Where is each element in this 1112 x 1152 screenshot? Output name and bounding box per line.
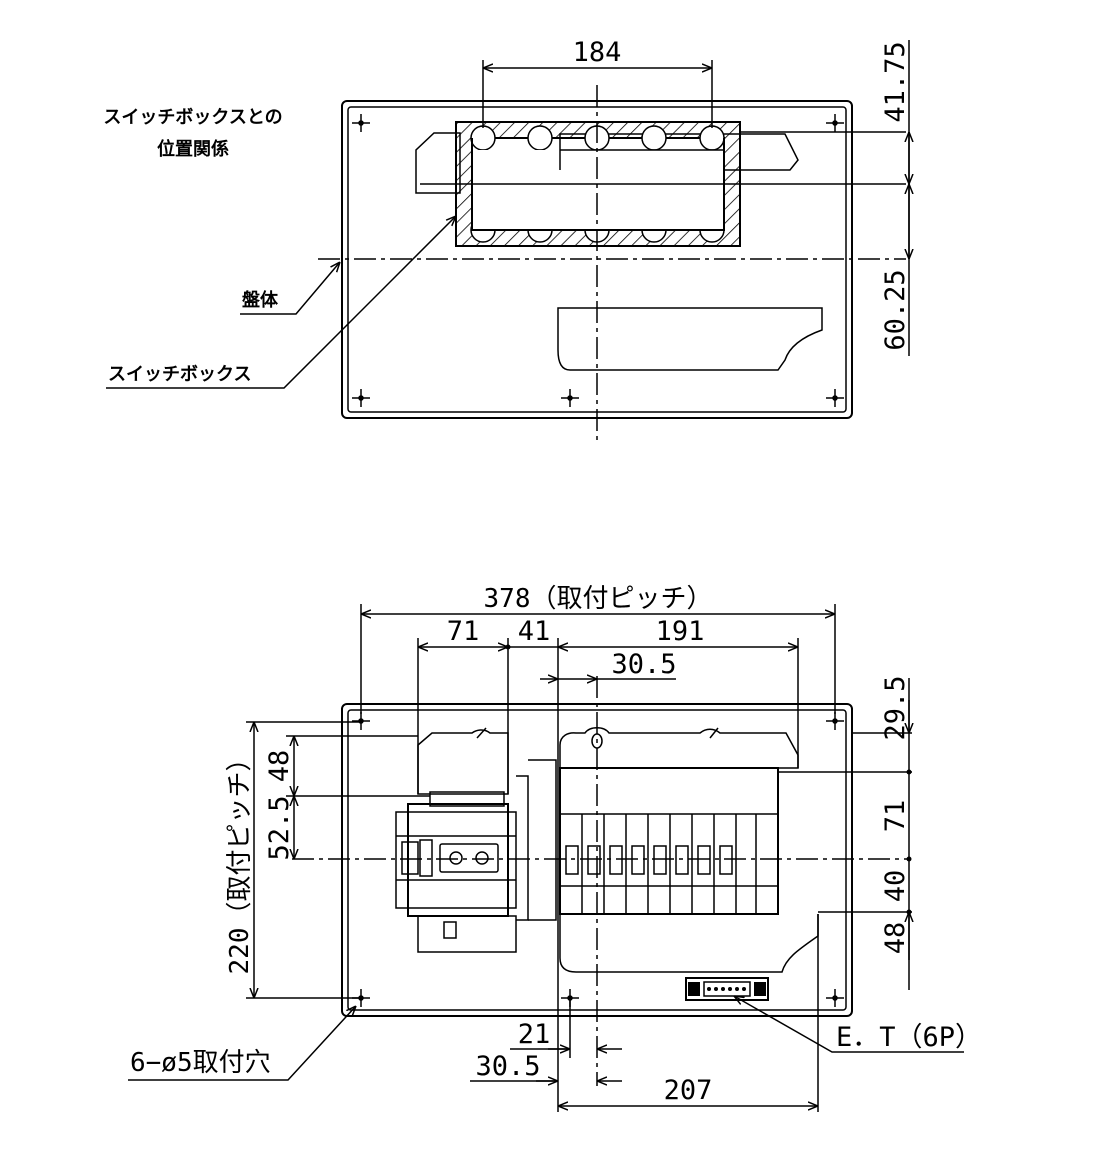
leader-switchbox (106, 216, 456, 389)
dim-184: 184 (573, 37, 622, 68)
mount-hole-marks-top (352, 114, 844, 407)
leader-mount-holes (128, 1006, 356, 1081)
dim-41: 41 (518, 616, 551, 647)
dim-41-75: 41.75 (880, 41, 911, 122)
dim-71-right: 71 (880, 800, 911, 833)
dim-40: 40 (880, 870, 911, 903)
dim-207: 207 (664, 1075, 713, 1106)
leader-panel (240, 262, 340, 315)
dim-29-5: 29.5 (880, 675, 911, 740)
dim-220: 220（取付ピッチ） (225, 746, 255, 975)
dim-191: 191 (656, 616, 705, 647)
title-line2: 位置関係 (157, 138, 229, 160)
leader-et (734, 996, 964, 1053)
title-line1: スイッチボックスとの (103, 107, 282, 128)
dim-71-top: 71 (447, 616, 480, 647)
dim-30-5-top: 30.5 (611, 649, 676, 680)
label-et: E．T（6P） (836, 1022, 982, 1053)
dim-60-25: 60.25 (880, 269, 911, 350)
left-bracket (415, 132, 461, 194)
top-view: 184 41.75 60.25 スイッチボックスとの 位置関係 盤体 スイッチボ… (103, 37, 911, 440)
label-panel: 盤体 (242, 289, 279, 311)
dim-21: 21 (518, 1019, 551, 1050)
dim-30-5-bottom: 30.5 (475, 1051, 540, 1082)
dim-378: 378（取付ピッチ） (484, 584, 713, 614)
dim-52-5: 52.5 (264, 795, 295, 860)
lower-bracket-front (559, 914, 819, 973)
label-mount-holes: 6−ø5取付穴 (130, 1048, 271, 1078)
front-view: 378（取付ピッチ） 71 41 191 30.5 29.5 71 40 48 (128, 584, 982, 1112)
lower-bracket-top (557, 307, 823, 371)
switch-box (455, 121, 741, 247)
dim-48-right: 48 (880, 922, 911, 955)
label-switchbox: スイッチボックス (108, 364, 251, 385)
et-terminal (685, 977, 769, 1001)
dim-48-left: 48 (264, 750, 295, 783)
branch-breakers (559, 767, 779, 915)
right-bracket (559, 133, 799, 171)
upper-left-bracket (417, 729, 509, 795)
main-breaker (395, 759, 557, 953)
upper-right-bracket (559, 727, 799, 769)
